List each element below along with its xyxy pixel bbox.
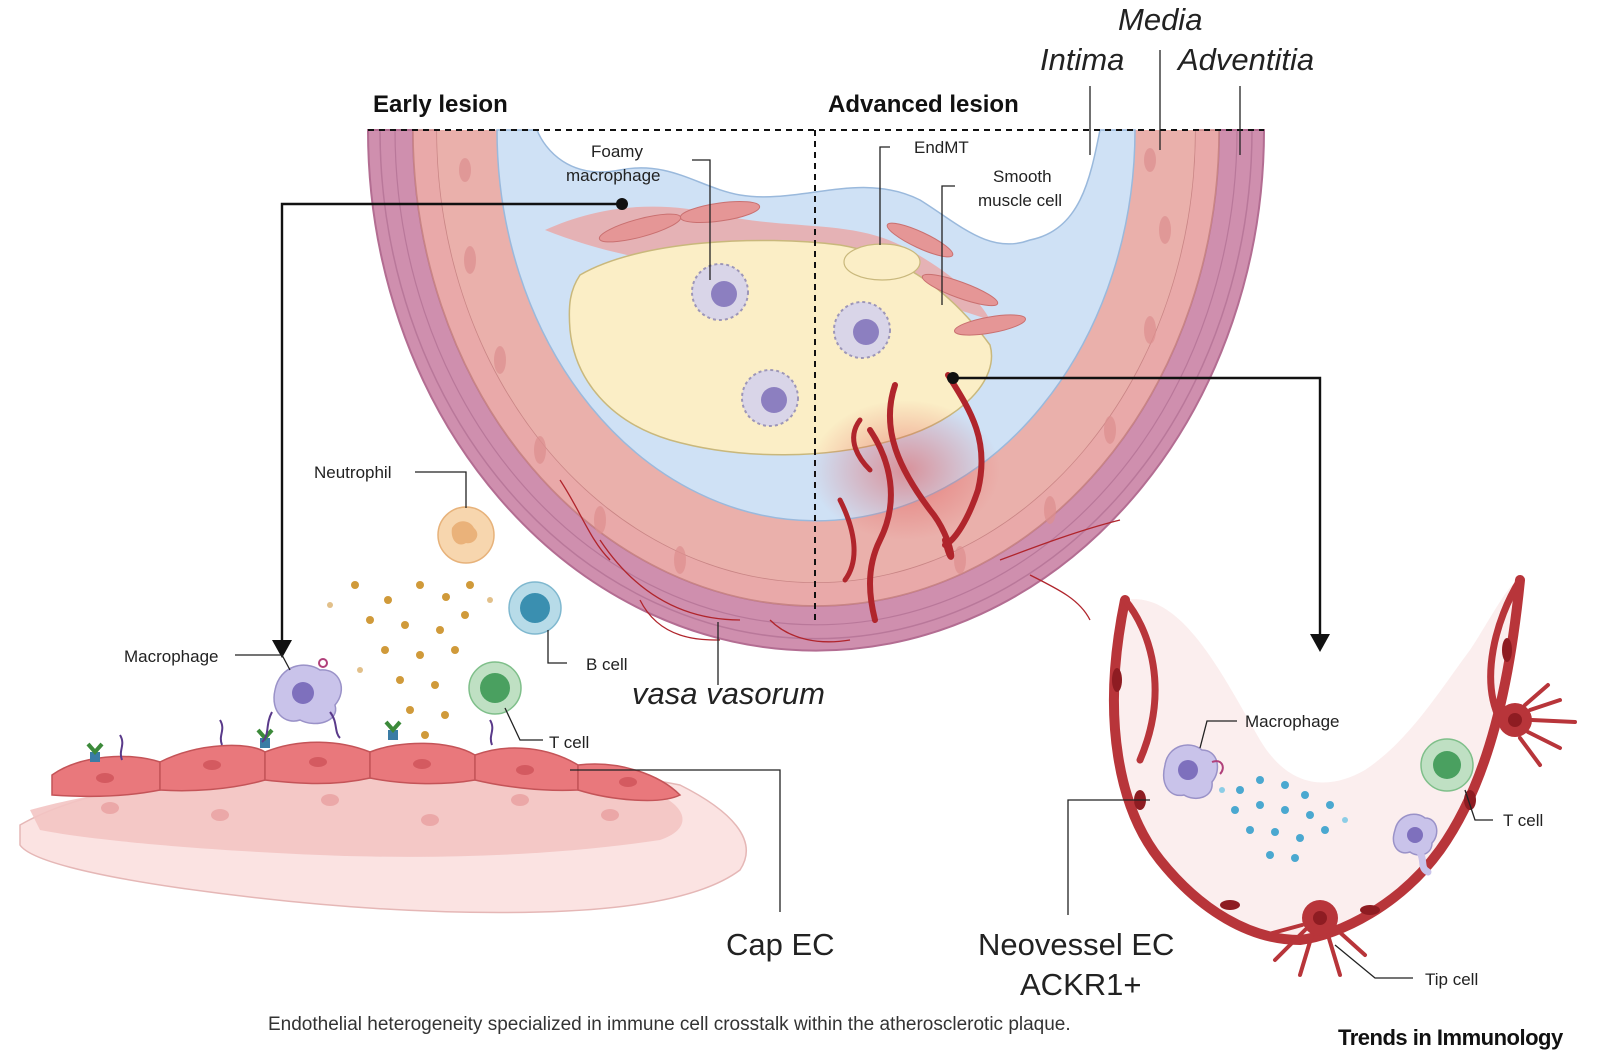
neovessel-wall xyxy=(1108,575,1525,946)
early-lesion-label: Early lesion xyxy=(373,91,508,118)
foamy-macrophage-label-line1: Foamy xyxy=(591,142,643,161)
arrowhead-right xyxy=(1310,634,1330,652)
neovessel-nuclei xyxy=(1112,638,1512,915)
endmt-label: EndMT xyxy=(914,138,969,157)
foamy-macrophage-cells xyxy=(691,263,891,427)
adventitia-fiber xyxy=(379,129,1253,640)
b-cell xyxy=(508,581,562,635)
cap-ec-tissue xyxy=(19,506,747,914)
label-leader-lines xyxy=(235,50,1493,979)
t-cell-right xyxy=(1420,738,1474,792)
arrow-origin-left xyxy=(616,198,628,210)
transmigrating-leukocyte xyxy=(1392,813,1438,876)
adventitia-fiber xyxy=(394,129,1238,626)
arrow-to-neovessel xyxy=(953,376,1322,638)
t-cell-left-label: T cell xyxy=(549,733,589,752)
intima-label: Intima xyxy=(1040,42,1124,77)
smooth-muscle-label-line2: muscle cell xyxy=(978,191,1062,210)
smooth-muscle-label-line1: Smooth xyxy=(993,167,1052,186)
journal-brand: Trends in Immunology xyxy=(1338,1025,1564,1050)
media-smooth-muscle-cells xyxy=(459,148,1171,574)
macrophage-left-cell xyxy=(261,658,342,743)
endothelial-cell-row xyxy=(51,741,682,802)
t-cell-right-label: T cell xyxy=(1503,811,1543,830)
media-label: Media xyxy=(1118,2,1202,37)
tip-cell-label: Tip cell xyxy=(1425,970,1478,989)
neovessel-section xyxy=(1108,575,1577,977)
foamy-macrophage-label-line2: macrophage xyxy=(566,166,661,185)
b-cell-label: B cell xyxy=(586,655,628,674)
lipid-pocket xyxy=(843,243,921,281)
macrophage-left-label: Macrophage xyxy=(124,647,219,666)
advanced-lesion-label: Advanced lesion xyxy=(828,91,1019,118)
connector-arrows xyxy=(272,198,1330,658)
chemokine-particles-left xyxy=(327,581,493,739)
media-inner-band xyxy=(437,130,1195,583)
vasa-vasorum-vessels xyxy=(559,479,1121,643)
vasa-vasorum-label: vasa vasorum xyxy=(632,676,825,711)
tissue-cell-nuclei xyxy=(101,794,619,826)
arrow-to-cap-ec xyxy=(280,202,622,645)
adventitia-label: Adventitia xyxy=(1176,42,1314,77)
neovessels xyxy=(810,372,1000,623)
arrow-origin-right xyxy=(947,372,959,384)
neovessel-wall-inner xyxy=(1121,596,1159,764)
arrowhead-left xyxy=(272,640,292,658)
macrophage-right-label: Macrophage xyxy=(1245,712,1340,731)
ackr1-label: ACKR1+ xyxy=(1020,967,1141,1002)
foamy-macrophage-cell xyxy=(691,263,749,321)
figure-caption: Endothelial heterogeneity specialized in… xyxy=(268,1014,1071,1035)
neutrophil-label: Neutrophil xyxy=(314,463,392,482)
cap-ec-label: Cap EC xyxy=(726,927,835,962)
neutrophil-cell xyxy=(437,506,495,564)
chemokine-particles-right xyxy=(1219,776,1348,862)
intima-smooth-muscle-cells xyxy=(598,200,1026,336)
tip-cell-right xyxy=(1498,683,1577,767)
foamy-macrophage-cell xyxy=(741,369,799,427)
tip-cell-bottom xyxy=(1263,900,1367,977)
macrophage-right-cell xyxy=(1163,744,1224,799)
neovessel-ec-label: Neovessel EC xyxy=(978,927,1174,962)
foamy-macrophage-cell xyxy=(833,301,891,359)
t-cell-left xyxy=(468,661,522,715)
neovessel-wall-inner xyxy=(1487,576,1524,724)
